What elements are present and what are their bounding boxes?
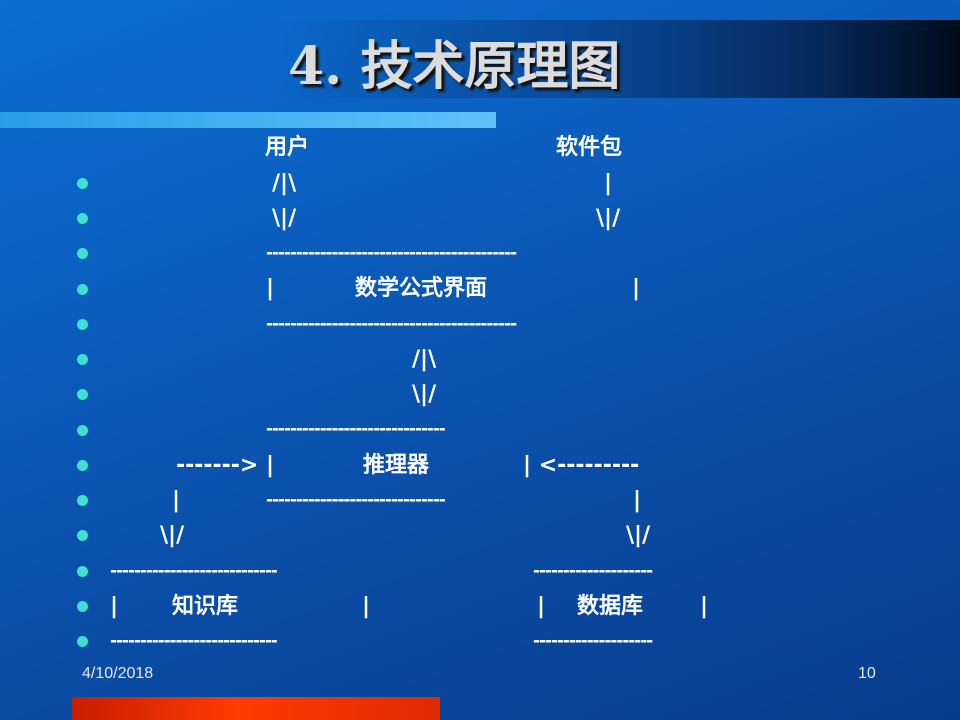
- title-band: [275, 20, 960, 98]
- knowledge-base-right-bar: |: [362, 594, 371, 619]
- knowledge-base-bottom-rule: ----------------------------: [110, 631, 278, 651]
- interface-box-left-bar: |: [266, 276, 275, 301]
- connector-bar-left: |: [172, 488, 181, 513]
- database-left-bar: |: [537, 594, 546, 619]
- bullet-dot: [77, 566, 88, 577]
- math-interface-label: 数学公式界面: [355, 276, 488, 301]
- arrow-down-left: \|/: [272, 206, 297, 231]
- title-underline: [0, 112, 496, 128]
- bullet-dot: [77, 601, 88, 612]
- arrow-down-right-lower: \|/: [626, 523, 651, 548]
- database-right-bar: |: [700, 594, 709, 619]
- inference-engine-label: 推理器: [363, 453, 430, 478]
- bullet-dot: [77, 354, 88, 365]
- engine-box-top-rule: ------------------------------: [266, 419, 446, 439]
- slide-title: 4. 技术原理图: [288, 36, 621, 97]
- bullet-dot: [77, 460, 88, 471]
- bullet-dot: [77, 495, 88, 506]
- page-number: 10: [858, 665, 876, 682]
- knowledge-base-label: 知识库: [172, 594, 239, 619]
- engine-right-arrow: | <---------: [523, 453, 640, 478]
- database-top-rule: --------------------: [533, 561, 653, 581]
- bullet-dot: [77, 284, 88, 295]
- footer-date: 4/10/2018: [82, 665, 154, 682]
- arrow-down-center: \|/: [412, 382, 437, 407]
- bullet-dot: [77, 248, 88, 259]
- bullet-dot: [77, 319, 88, 330]
- bullet-dot: [77, 425, 88, 436]
- knowledge-base-left-bar: |: [110, 594, 119, 619]
- bullet-dot: [77, 389, 88, 400]
- bullet-dot: [77, 530, 88, 541]
- bullet-dot: [77, 178, 88, 189]
- bullet-dot: [77, 213, 88, 224]
- user-label: 用户: [265, 135, 310, 160]
- database-bottom-rule: --------------------: [533, 631, 653, 651]
- engine-left-arrow: -------> |: [176, 453, 275, 478]
- database-label: 数据库: [577, 594, 644, 619]
- knowledge-base-top-rule: ----------------------------: [110, 561, 278, 581]
- connector-bar-right: |: [604, 171, 613, 196]
- interface-box-bottom-rule: ----------------------------------------…: [266, 314, 517, 334]
- arrow-down-left-lower: \|/: [160, 523, 185, 548]
- arrow-down-right: \|/: [596, 206, 621, 231]
- arrow-up-left: /|\: [272, 171, 297, 196]
- footer-accent-bar: [72, 697, 440, 720]
- arrow-up-center: /|\: [412, 347, 437, 372]
- bullet-dot: [77, 636, 88, 647]
- interface-box-top-rule: ----------------------------------------…: [266, 243, 517, 263]
- engine-box-bottom-rule: ------------------------------: [266, 490, 446, 510]
- connector-bar-right-lower: |: [633, 488, 642, 513]
- interface-box-right-bar: |: [632, 276, 641, 301]
- software-package-label: 软件包: [556, 135, 623, 160]
